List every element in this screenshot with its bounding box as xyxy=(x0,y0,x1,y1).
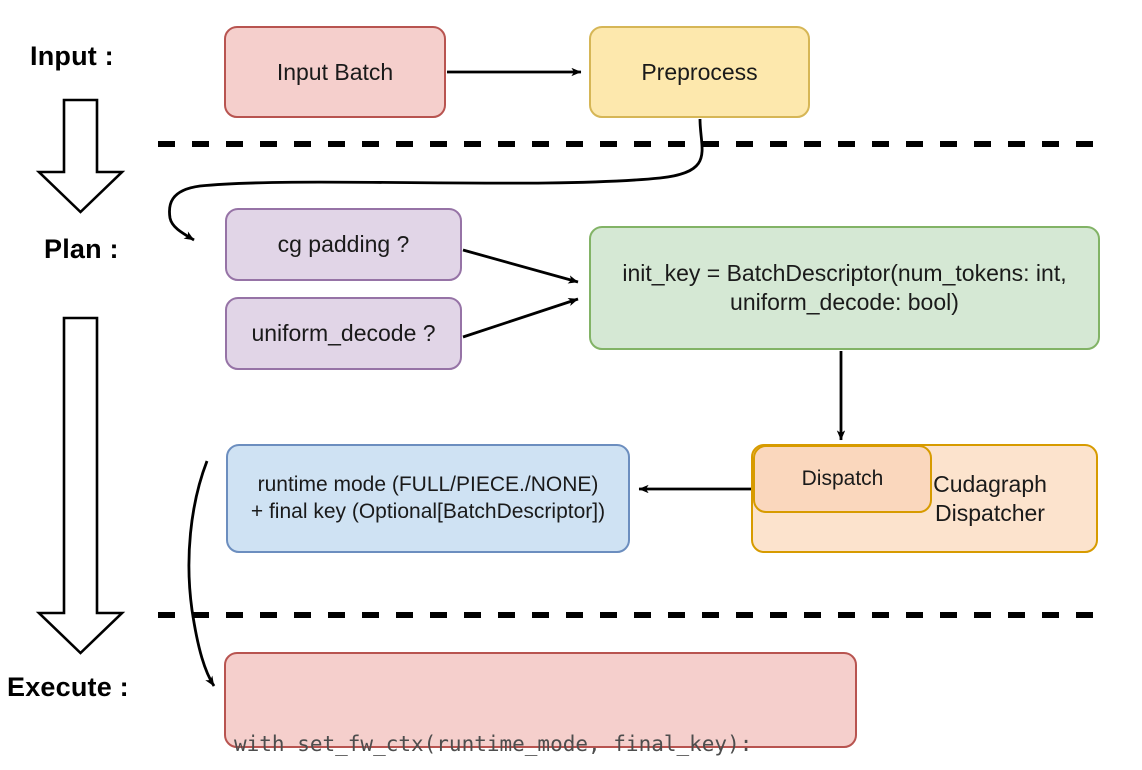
node-runtime-mode-text: runtime mode (FULL/PIECE./NONE) + final … xyxy=(251,472,605,524)
node-input-batch[interactable]: Input Batch xyxy=(224,26,446,118)
stage-label-execute: Execute : xyxy=(7,672,129,702)
arrow-uniform-decode-to-init-key xyxy=(462,297,579,339)
stage-label-plan: Plan : xyxy=(44,234,119,264)
node-input-batch-label: Input Batch xyxy=(276,58,394,85)
node-cg-padding-label: cg padding ? xyxy=(277,231,410,258)
arrow-runtime-mode-to-code xyxy=(187,460,216,687)
input-to-plan-arrow xyxy=(35,98,126,214)
node-code-line1: with set_fw_ctx(runtime_mode, final_key)… xyxy=(234,731,753,756)
node-runtime-mode-line1: runtime mode (FULL/PIECE./NONE) xyxy=(257,473,599,497)
node-init-key-line1: init_key = BatchDescriptor(num_tokens: i… xyxy=(622,260,1067,287)
node-cudagraph-dispatcher-text: Cudagraph Dispatcher xyxy=(904,470,1076,527)
node-init-key-text: init_key = BatchDescriptor(num_tokens: i… xyxy=(622,259,1066,316)
plan-to-execute-arrow xyxy=(35,316,126,655)
node-preprocess[interactable]: Preprocess xyxy=(589,26,810,118)
node-cudagraph-dispatcher-line2: Dispatcher xyxy=(935,499,1045,526)
node-init-key[interactable]: init_key = BatchDescriptor(num_tokens: i… xyxy=(589,226,1100,350)
node-runtime-mode-line2: + final key (Optional[BatchDescriptor]) xyxy=(250,499,606,523)
stage-label-input: Input : xyxy=(30,41,114,71)
node-dispatch[interactable]: Dispatch xyxy=(753,445,932,513)
node-cudagraph-dispatcher-line1: Cudagraph xyxy=(933,470,1047,497)
node-cg-padding[interactable]: cg padding ? xyxy=(225,208,462,281)
node-code-block[interactable]: with set_fw_ctx(runtime_mode, final_key)… xyxy=(224,652,857,756)
node-dispatch-label: Dispatch xyxy=(801,466,884,490)
node-uniform-decode[interactable]: uniform_decode ? xyxy=(225,297,462,370)
node-preprocess-label: Preprocess xyxy=(641,58,758,85)
node-uniform-decode-label: uniform_decode ? xyxy=(251,320,436,347)
node-init-key-line2: uniform_decode: bool) xyxy=(730,289,959,315)
arrow-cg-padding-to-init-key xyxy=(462,248,579,284)
node-runtime-mode[interactable]: runtime mode (FULL/PIECE./NONE) + final … xyxy=(226,444,630,553)
